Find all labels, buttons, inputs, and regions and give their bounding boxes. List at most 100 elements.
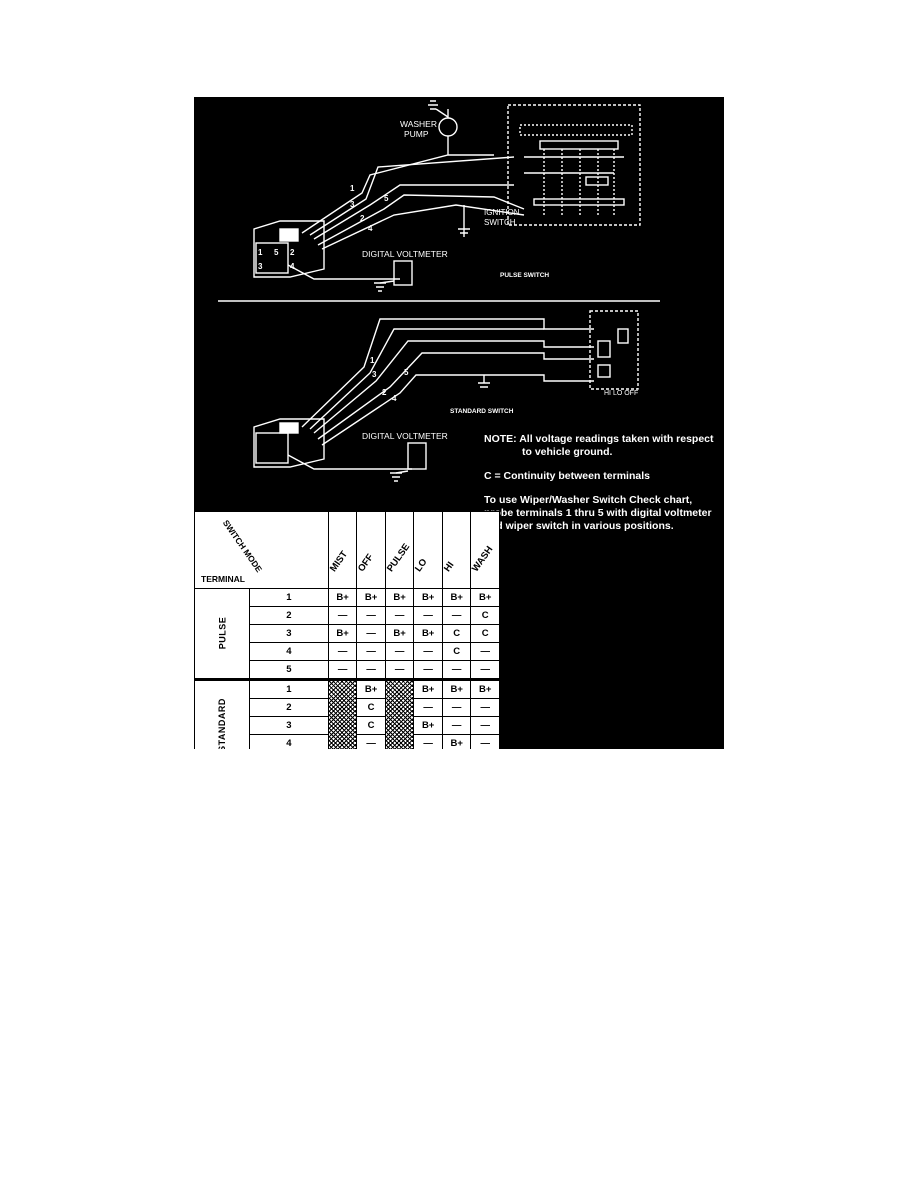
table-row: 3 C B+ — —: [195, 716, 500, 735]
pulse-switch-box: [507, 104, 641, 226]
col-header-hi: HI: [441, 511, 472, 589]
wire-number-2: 2: [290, 248, 295, 257]
table-row: 2 — — — — — C: [195, 606, 500, 625]
value-cell: B+: [441, 679, 472, 699]
value-cell: C: [441, 642, 472, 661]
value-cell: —: [470, 660, 500, 680]
note-line-2: to vehicle ground.: [522, 446, 613, 458]
col-header-mist: MIST: [327, 511, 358, 589]
group-label-pulse: PULSE: [194, 588, 250, 680]
value-cell: —: [356, 624, 386, 643]
value-cell: —: [327, 642, 358, 661]
col-label-wash: WASH: [470, 544, 496, 574]
washer-pump-icon: [438, 117, 458, 137]
value-cell: C: [356, 698, 386, 717]
value-cell: B+: [327, 588, 358, 607]
value-cell: —: [356, 642, 386, 661]
value-cell: —: [384, 642, 415, 661]
battery-icon: [458, 228, 470, 234]
col-header-off: OFF: [356, 511, 386, 589]
value-cell: B+: [384, 588, 415, 607]
value-cell: —: [413, 698, 443, 717]
value-cell: B+: [327, 624, 358, 643]
table-row: 2 C — — —: [195, 698, 500, 717]
washer-pump-label-1: WASHER: [400, 119, 437, 129]
value-cell: B+: [413, 588, 443, 607]
note-continuity: C = Continuity between terminals: [484, 470, 650, 482]
col-header-pulse: PULSE: [385, 511, 415, 589]
col-header-wash: WASH: [470, 511, 500, 589]
value-cell: —: [470, 642, 500, 661]
note-head: NOTE:: [484, 433, 517, 445]
std-wire-1-label: 1: [370, 356, 375, 365]
std-wire-4-label: 4: [392, 394, 397, 403]
wire-number-1: 1: [258, 248, 263, 257]
voltmeter-label-bottom: DIGITAL VOLTMETER: [362, 431, 448, 441]
hatched-cell-pulse: [384, 679, 415, 749]
battery-icon: [478, 375, 490, 388]
notes-block: NOTE: All voltage readings taken with re…: [484, 433, 720, 544]
value-cell: B+: [356, 679, 386, 699]
value-cell: —: [441, 698, 472, 717]
wiring-diagram-figure: 1 5 3 2 4 1 3 5 2 4 1 3 5 2 4 WASHER PUM…: [194, 97, 724, 749]
std-wire-2-label: 2: [382, 388, 387, 397]
value-cell: C: [470, 624, 500, 643]
terminal-cell: 2: [248, 698, 329, 717]
value-cell: —: [441, 716, 472, 735]
pulse-switch-label: PULSE SWITCH: [500, 272, 549, 279]
standard-positions-label: HI LO OFF: [604, 390, 638, 397]
pulse-wire-3-label: 3: [350, 200, 355, 209]
pulse-wire-4-label: 4: [368, 224, 373, 233]
switch-check-table: SWITCH MODE TERMINAL MIST OFF PULSE LO H…: [194, 511, 500, 749]
note-voltage: NOTE: All voltage readings taken with re…: [484, 433, 720, 459]
pulse-connector: [253, 220, 325, 278]
ground-icon: [374, 282, 386, 292]
col-label-lo: LO: [413, 556, 430, 574]
ignition-label-1: IGNITION: [484, 208, 520, 217]
table-row: STANDARD 1 B+ B+ B+ B+: [194, 679, 500, 749]
wire-number-5: 5: [274, 248, 279, 257]
value-cell: —: [384, 660, 415, 680]
value-cell: B+: [470, 679, 500, 699]
standard-connector: [253, 418, 325, 468]
corner-mode-label: SWITCH MODE: [220, 518, 265, 575]
terminal-cell: 5: [248, 660, 329, 680]
voltmeter-icon-top: [393, 260, 413, 286]
value-cell: —: [356, 606, 386, 625]
pulse-wire-1-label: 1: [350, 184, 355, 193]
col-header-lo: LO: [413, 511, 443, 589]
value-cell: —: [470, 698, 500, 717]
value-cell: —: [413, 642, 443, 661]
value-cell: B+: [441, 734, 472, 749]
value-cell: C: [470, 606, 500, 625]
corner-cell: SWITCH MODE TERMINAL: [194, 511, 329, 589]
wire-number-4: 4: [290, 262, 295, 271]
table-row: 4 — — B+ —: [195, 734, 500, 749]
terminal-cell: 4: [248, 734, 329, 749]
col-label-off: OFF: [356, 552, 377, 574]
value-cell: B+: [470, 588, 500, 607]
hatched-cell-mist: [327, 679, 358, 749]
terminal-cell: 1: [248, 679, 329, 699]
table-header-row: SWITCH MODE TERMINAL MIST OFF PULSE LO H…: [194, 511, 500, 589]
value-cell: B+: [356, 588, 386, 607]
group-label-standard: STANDARD: [194, 679, 250, 749]
value-cell: C: [441, 624, 472, 643]
standard-switch-label: STANDARD SWITCH: [450, 408, 514, 415]
terminal-cell: 4: [248, 642, 329, 661]
std-wire-5-label: 5: [404, 368, 409, 377]
value-cell: B+: [413, 679, 443, 699]
connector-terminal-numbers: 1 5 3 2 4: [258, 248, 295, 271]
col-label-mist: MIST: [327, 549, 350, 574]
value-cell: —: [356, 660, 386, 680]
washer-pump-label-2: PUMP: [404, 129, 429, 139]
value-cell: —: [413, 606, 443, 625]
terminal-cell: 1: [248, 588, 329, 607]
value-cell: B+: [384, 624, 415, 643]
col-label-hi: HI: [441, 559, 457, 574]
value-cell: —: [441, 660, 472, 680]
value-cell: —: [470, 716, 500, 735]
value-cell: —: [470, 734, 500, 749]
pulse-schematic: [253, 100, 641, 292]
value-cell: C: [356, 716, 386, 735]
